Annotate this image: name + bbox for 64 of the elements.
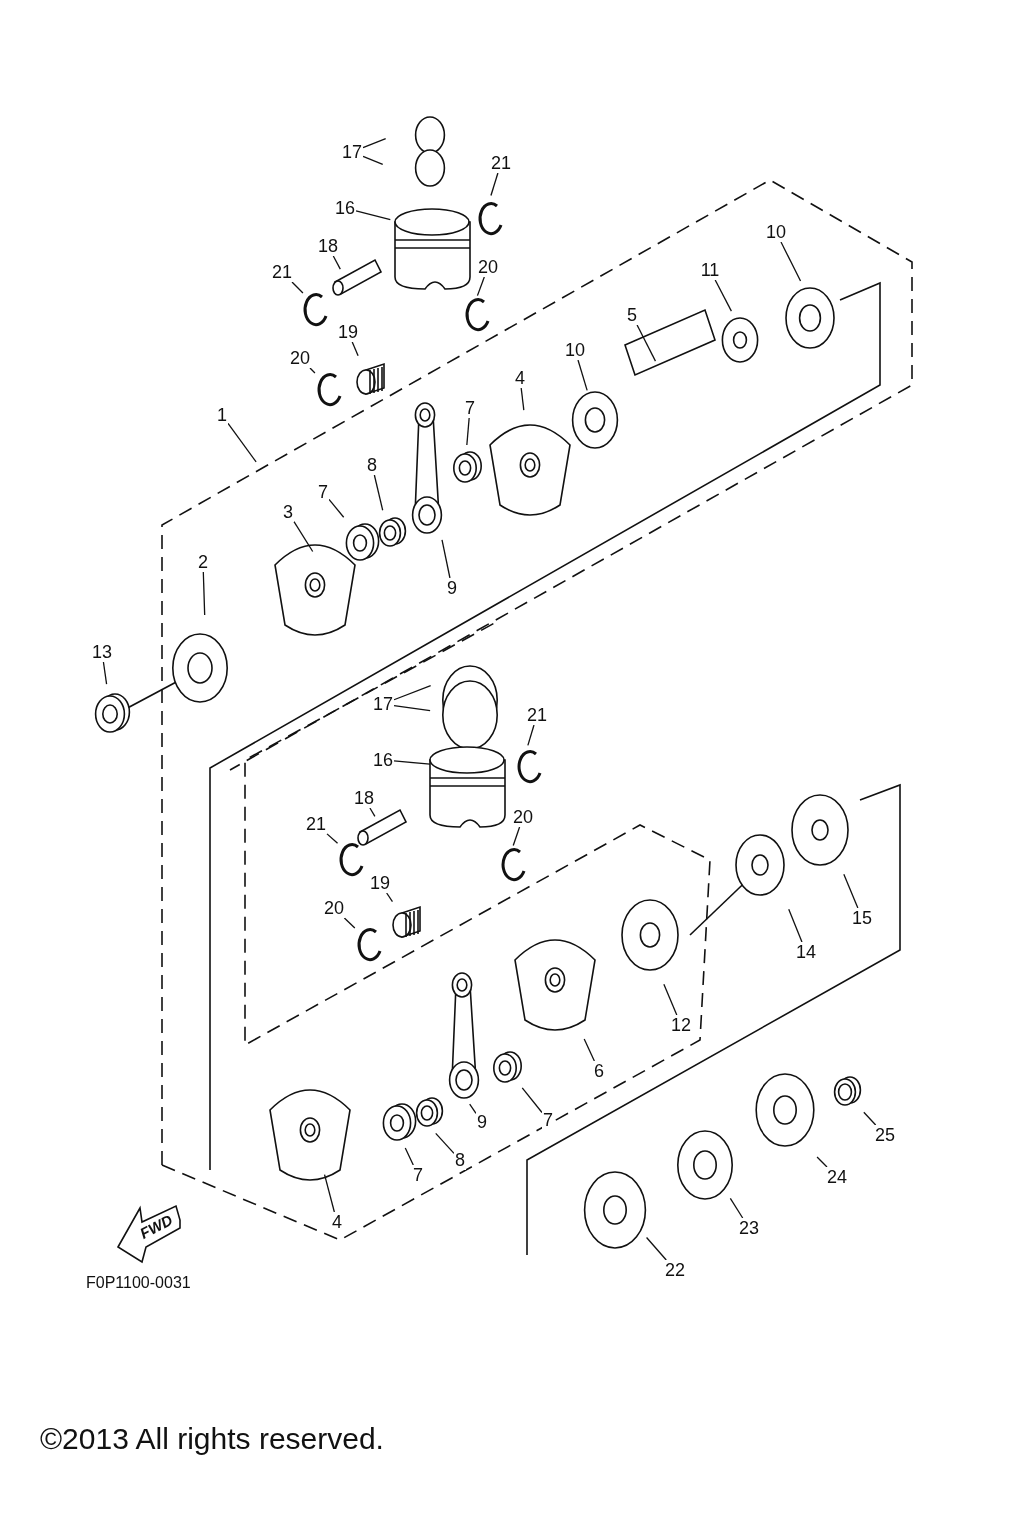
leader-line [729, 1197, 744, 1219]
leader-line [521, 1087, 543, 1114]
callout-number: 20 [289, 348, 311, 368]
leader-line [202, 571, 206, 616]
callout-number: 20 [477, 257, 499, 277]
leader-line [636, 324, 657, 362]
leader-line [780, 241, 802, 282]
leader-line [362, 138, 387, 149]
callout-number: 10 [564, 340, 586, 360]
callout-number: 7 [542, 1110, 554, 1130]
callout-number: 20 [512, 807, 534, 827]
leader-line [663, 983, 678, 1016]
leader-line [343, 917, 356, 929]
leader-line [788, 908, 803, 943]
leader-line [469, 1103, 477, 1114]
callout-number: 3 [282, 502, 294, 522]
copyright-notice: ©2013 All rights reserved. [40, 1422, 384, 1456]
leader-line [227, 422, 257, 463]
leader-line [441, 539, 451, 579]
leader-line [328, 498, 345, 518]
leader-line [583, 1038, 595, 1062]
leader-line [466, 417, 470, 446]
leader-line [476, 276, 485, 297]
callout-number: 10 [765, 222, 787, 242]
leader-line [577, 359, 588, 392]
leader-line [323, 1174, 335, 1213]
leader-line [351, 341, 359, 357]
direction-label: FWD [137, 1211, 176, 1242]
callout-number: 19 [369, 873, 391, 893]
callout-number: 11 [699, 260, 721, 280]
callout-number: 5 [626, 305, 638, 325]
callout-number: 8 [454, 1150, 466, 1170]
callout-number: 19 [337, 322, 359, 342]
leader-line [373, 474, 384, 511]
leader-line [362, 155, 384, 165]
callout-number: 7 [317, 482, 329, 502]
callout-number: 8 [366, 455, 378, 475]
leader-line [326, 833, 339, 844]
drawing-number: F0P1100-0031 [86, 1274, 191, 1292]
leader-line [404, 1147, 414, 1166]
leader-line [369, 807, 376, 818]
leader-line [102, 661, 108, 685]
leader-line [490, 172, 499, 197]
leader-line [435, 1132, 455, 1155]
leader-line [520, 387, 525, 411]
leader-line [714, 279, 733, 312]
leader-line [645, 1236, 667, 1261]
leader-line [843, 873, 859, 909]
leader-line [393, 704, 431, 712]
leader-line [393, 760, 431, 765]
callout-number: 1 [216, 405, 228, 425]
leader-line [355, 210, 391, 221]
leader-line [527, 724, 535, 747]
leader-line [332, 255, 341, 270]
leader-line [863, 1111, 877, 1126]
callout-number: 21 [526, 705, 548, 725]
callout-number: 21 [271, 262, 293, 282]
leader-line [512, 826, 521, 847]
leader-line [293, 520, 314, 553]
callout-number: 18 [353, 788, 375, 808]
callout-number: 21 [490, 153, 512, 173]
callout-number: 20 [323, 898, 345, 918]
callout-number: 18 [317, 236, 339, 256]
leader-line [393, 684, 432, 701]
